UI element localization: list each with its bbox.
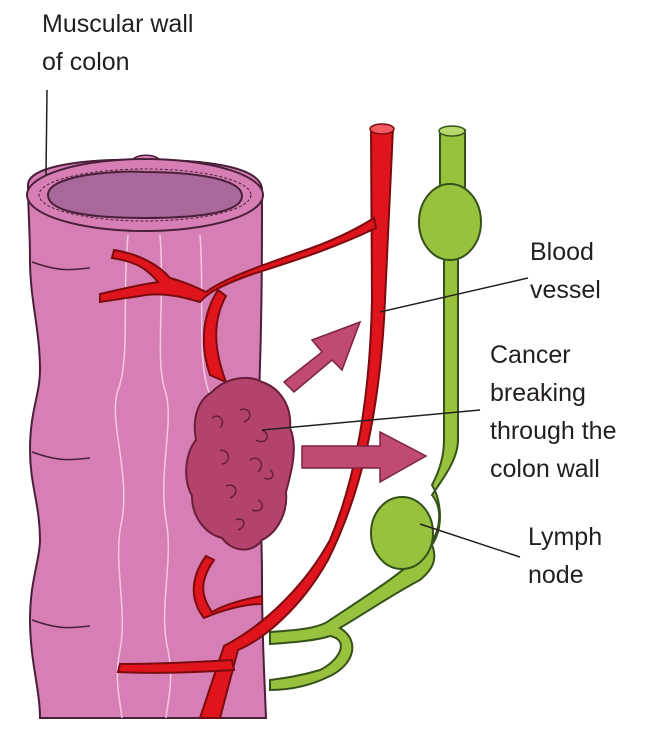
tumor-mass: [186, 378, 294, 550]
label-line: through the: [490, 412, 617, 450]
label-line: of colon: [42, 43, 193, 81]
spread-arrow-upper: [284, 322, 360, 392]
blood-vessel-top: [370, 124, 394, 134]
label-line: Blood: [530, 233, 601, 271]
lymph-node: [371, 497, 433, 569]
label-blood-vessel: Blood vessel: [530, 233, 601, 309]
lymph-vessel-top: [439, 126, 465, 136]
label-line: Lymph: [528, 518, 602, 556]
label-line: vessel: [530, 271, 601, 309]
lymph-node-upper: [419, 184, 481, 260]
label-line: Cancer: [490, 336, 617, 374]
label-line: breaking: [490, 374, 617, 412]
tumor: [186, 378, 294, 550]
label-line: node: [528, 556, 602, 594]
label-muscular-wall: Muscular wall of colon: [42, 5, 193, 81]
label-lymph-node: Lymph node: [528, 518, 602, 594]
label-line: colon wall: [490, 450, 617, 488]
label-line: Muscular wall: [42, 5, 193, 43]
label-cancer: Cancer breaking through the colon wall: [490, 336, 617, 488]
colon-lumen: [48, 172, 242, 218]
leader-line-muscular-wall: [46, 90, 47, 175]
